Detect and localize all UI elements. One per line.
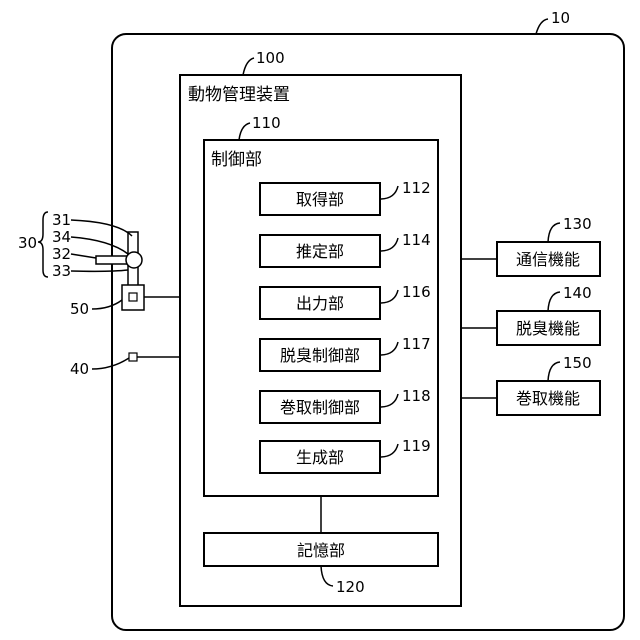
part-leader xyxy=(71,270,128,271)
function-label: 通信機能 xyxy=(516,250,580,269)
part-ref: 33 xyxy=(52,262,71,280)
sensor-40-icon xyxy=(129,353,137,361)
function-ref: 150 xyxy=(563,354,592,372)
unit-ref: 119 xyxy=(402,437,431,455)
storage-label: 記憶部 xyxy=(297,541,345,560)
control-title: 制御部 xyxy=(211,150,262,170)
storage-ref: 120 xyxy=(336,578,365,596)
sensor-group-brace xyxy=(38,212,48,277)
device-title: 動物管理装置 xyxy=(188,85,290,105)
unit-ref: 114 xyxy=(402,231,431,249)
function-label: 脱臭機能 xyxy=(516,319,580,338)
apparatus-joint xyxy=(126,252,142,268)
part-ref: 34 xyxy=(52,228,71,246)
function-ref: 140 xyxy=(563,284,592,302)
unit-label: 巻取制御部 xyxy=(280,398,360,417)
system-ref: 10 xyxy=(551,9,570,27)
camera-ref: 50 xyxy=(70,300,89,318)
unit-label: 脱臭制御部 xyxy=(280,346,360,365)
system-ref-leader xyxy=(536,19,548,34)
unit-ref: 112 xyxy=(402,179,431,197)
unit-label: 取得部 xyxy=(296,190,344,209)
unit-label: 出力部 xyxy=(296,294,344,313)
device-ref: 100 xyxy=(256,49,285,67)
part-ref: 32 xyxy=(52,245,71,263)
unit-ref: 116 xyxy=(402,283,431,301)
part-leader xyxy=(71,254,96,258)
unit-label: 生成部 xyxy=(296,448,344,467)
part-ref: 31 xyxy=(52,211,71,229)
unit-ref: 118 xyxy=(402,387,431,405)
camera-lens-icon xyxy=(129,293,137,301)
control-ref: 110 xyxy=(252,114,281,132)
unit-label: 推定部 xyxy=(296,242,344,261)
sensor-40-ref: 40 xyxy=(70,360,89,378)
unit-ref: 117 xyxy=(402,335,431,353)
function-label: 巻取機能 xyxy=(516,389,580,408)
function-ref: 130 xyxy=(563,215,592,233)
sensor-group-ref: 30 xyxy=(18,234,37,252)
